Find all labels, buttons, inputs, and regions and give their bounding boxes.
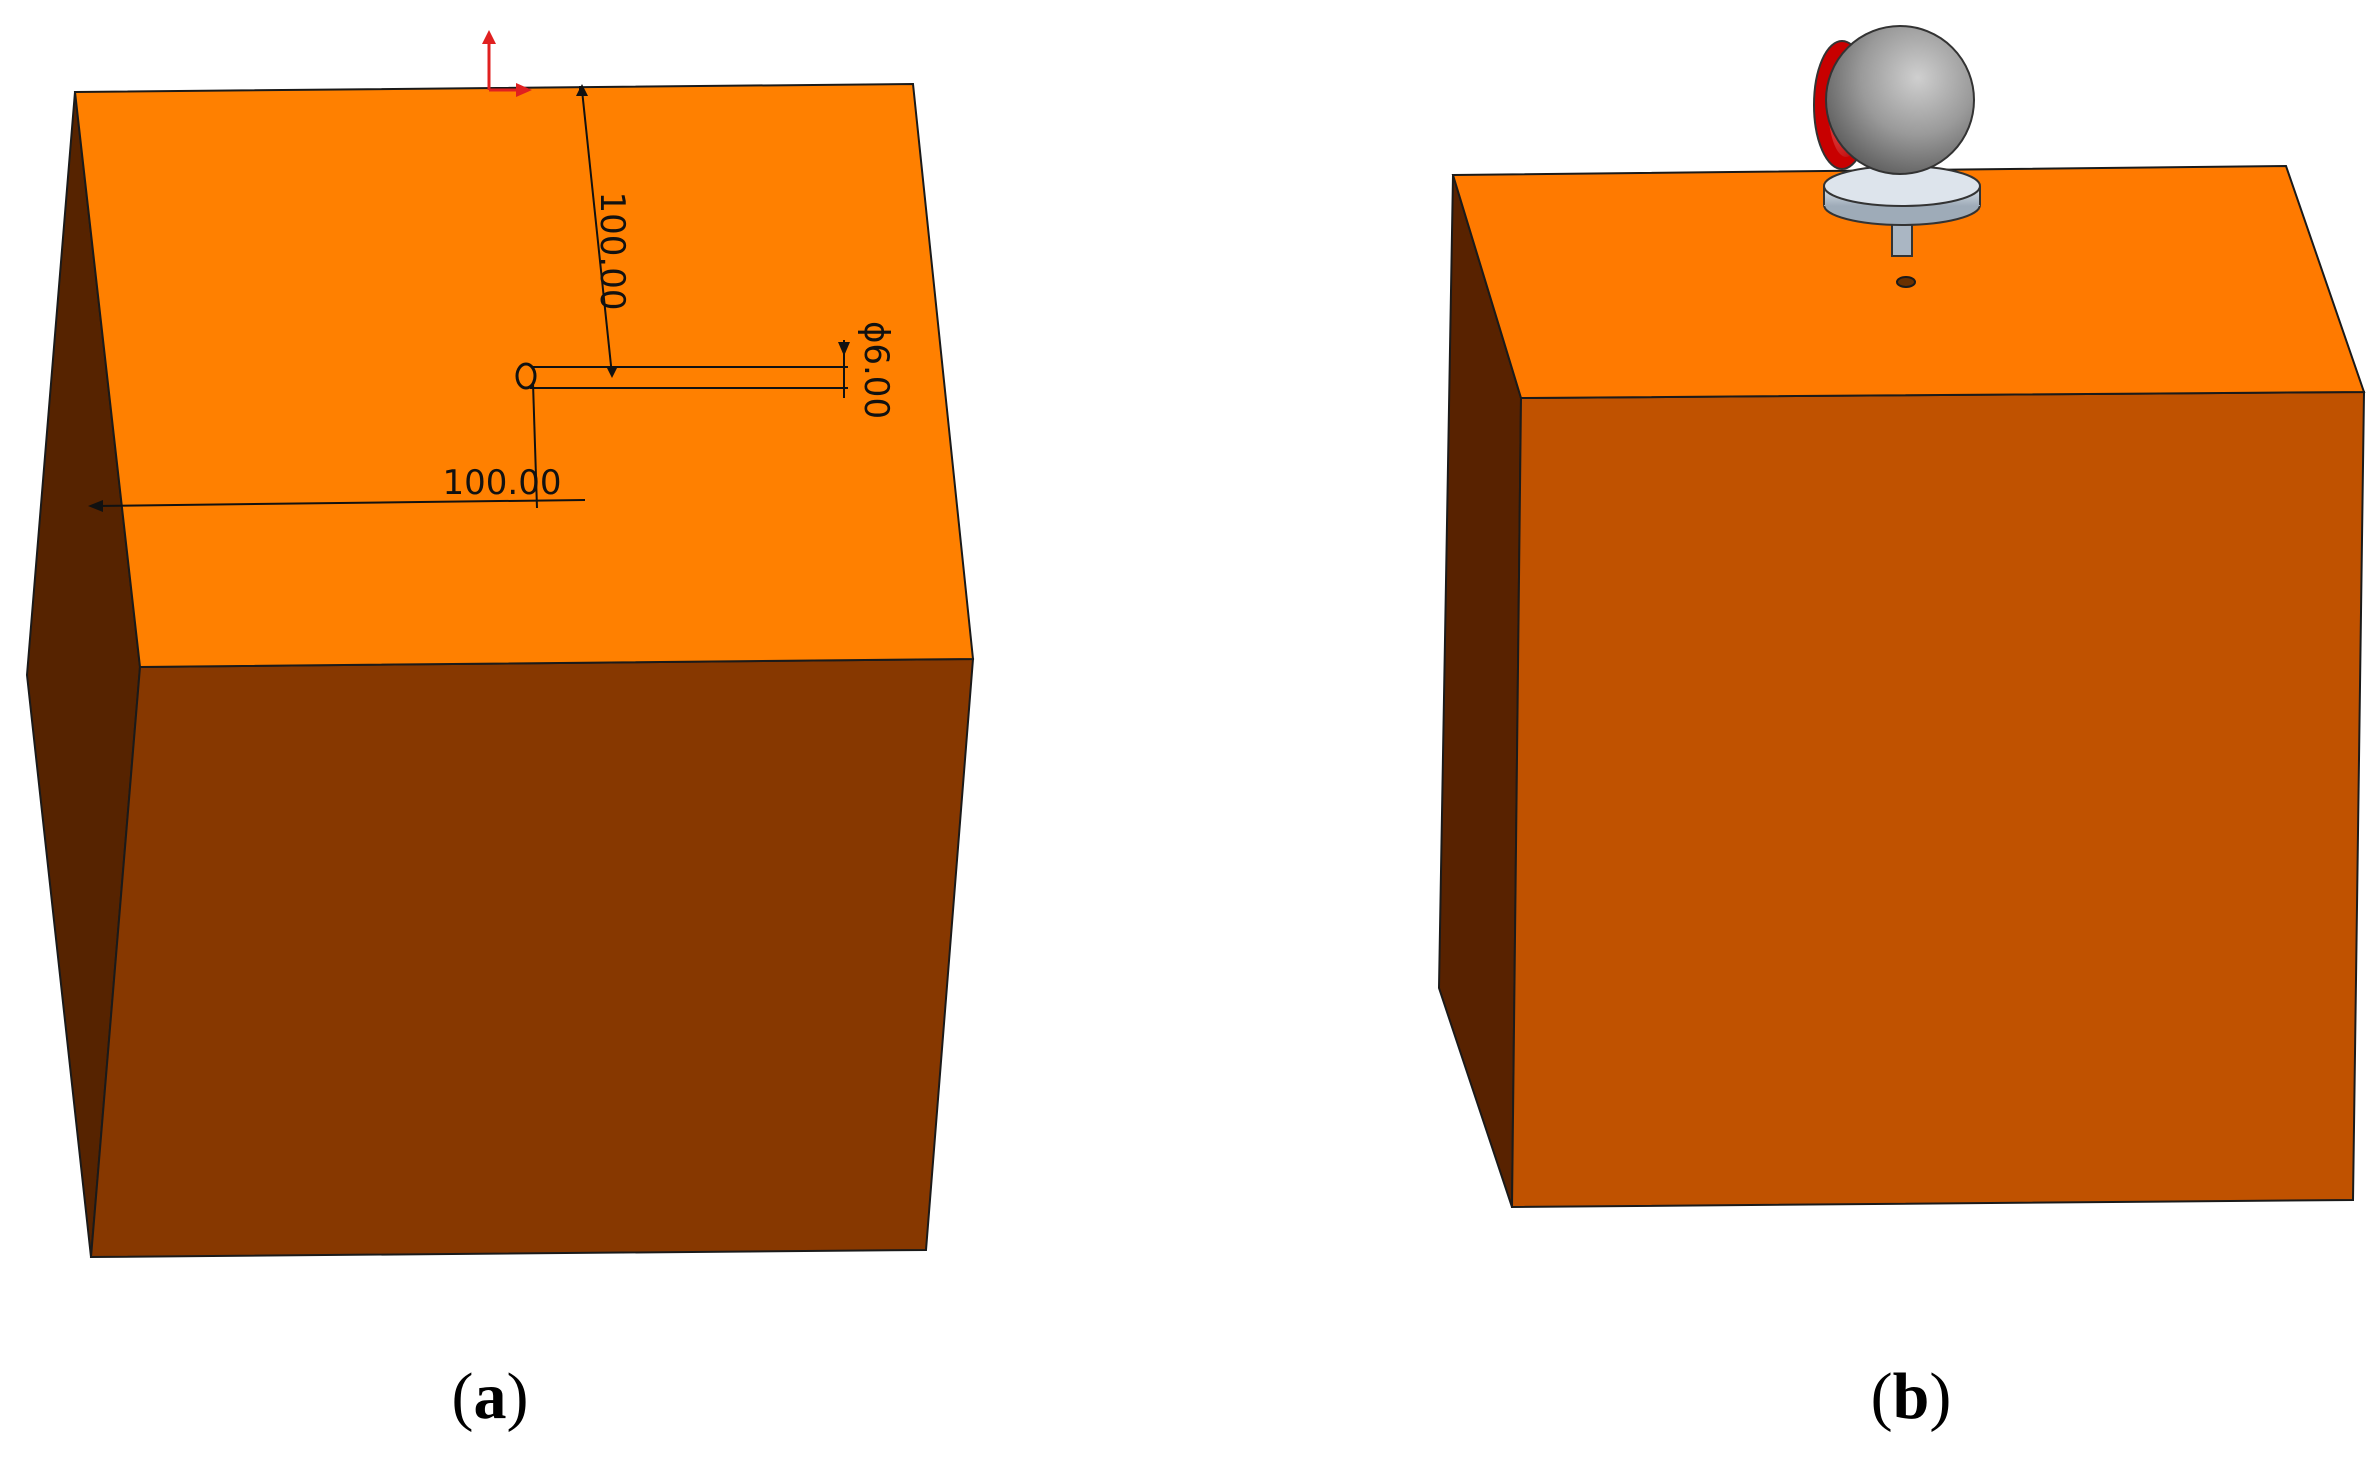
caption-a-open: ( [452,1360,474,1433]
dimension-diameter-label: ϕ6.00 [856,321,896,419]
panel-b: (b) [1437,25,2366,1433]
cube-a-front-face [89,657,975,1259]
caption-b-open: ( [1871,1360,1893,1433]
caption-b: (b) [1871,1360,1952,1433]
caption-a: (a) [452,1360,529,1433]
cube-b [1437,164,2366,1209]
hole-a [515,362,537,390]
sphere [1825,25,1975,175]
caption-b-close: ) [1929,1360,1951,1433]
panel-a: 100.00 100.00 ϕ6.00 (a) [25,30,975,1433]
dimension-vertical-label: 100.00 [592,192,632,311]
nozzle [1891,221,1913,257]
caption-b-letter: b [1893,1360,1930,1433]
dimension-arrows [88,84,850,512]
cube-b-front-face [1510,390,2366,1209]
coordinate-axis-icon [482,30,532,97]
spherical-print-head-icon [1813,25,1981,257]
cube-a [25,82,975,1259]
caption-a-letter: a [474,1360,507,1433]
caption-a-close: ) [507,1360,529,1433]
hole-b [1896,276,1916,288]
dimension-horizontal-label: 100.00 [443,463,562,503]
